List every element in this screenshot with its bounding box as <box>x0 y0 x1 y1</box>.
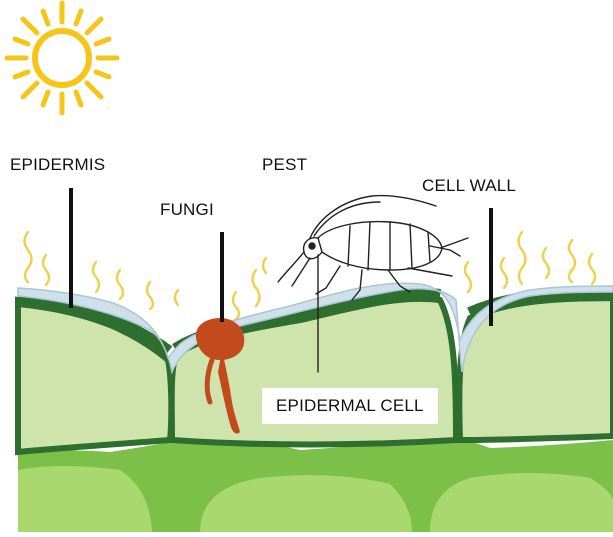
label-fungi: FUNGI <box>160 200 214 220</box>
label-pest: PEST <box>262 155 307 175</box>
label-cell-wall: CELL WALL <box>422 176 516 196</box>
label-epidermis: EPIDERMIS <box>10 155 105 175</box>
epidermal-cells <box>18 294 613 452</box>
sun-icon <box>7 3 117 113</box>
label-epidermal-cell: EPIDERMAL CELL <box>262 388 438 424</box>
mesophyll-layer <box>0 439 613 532</box>
